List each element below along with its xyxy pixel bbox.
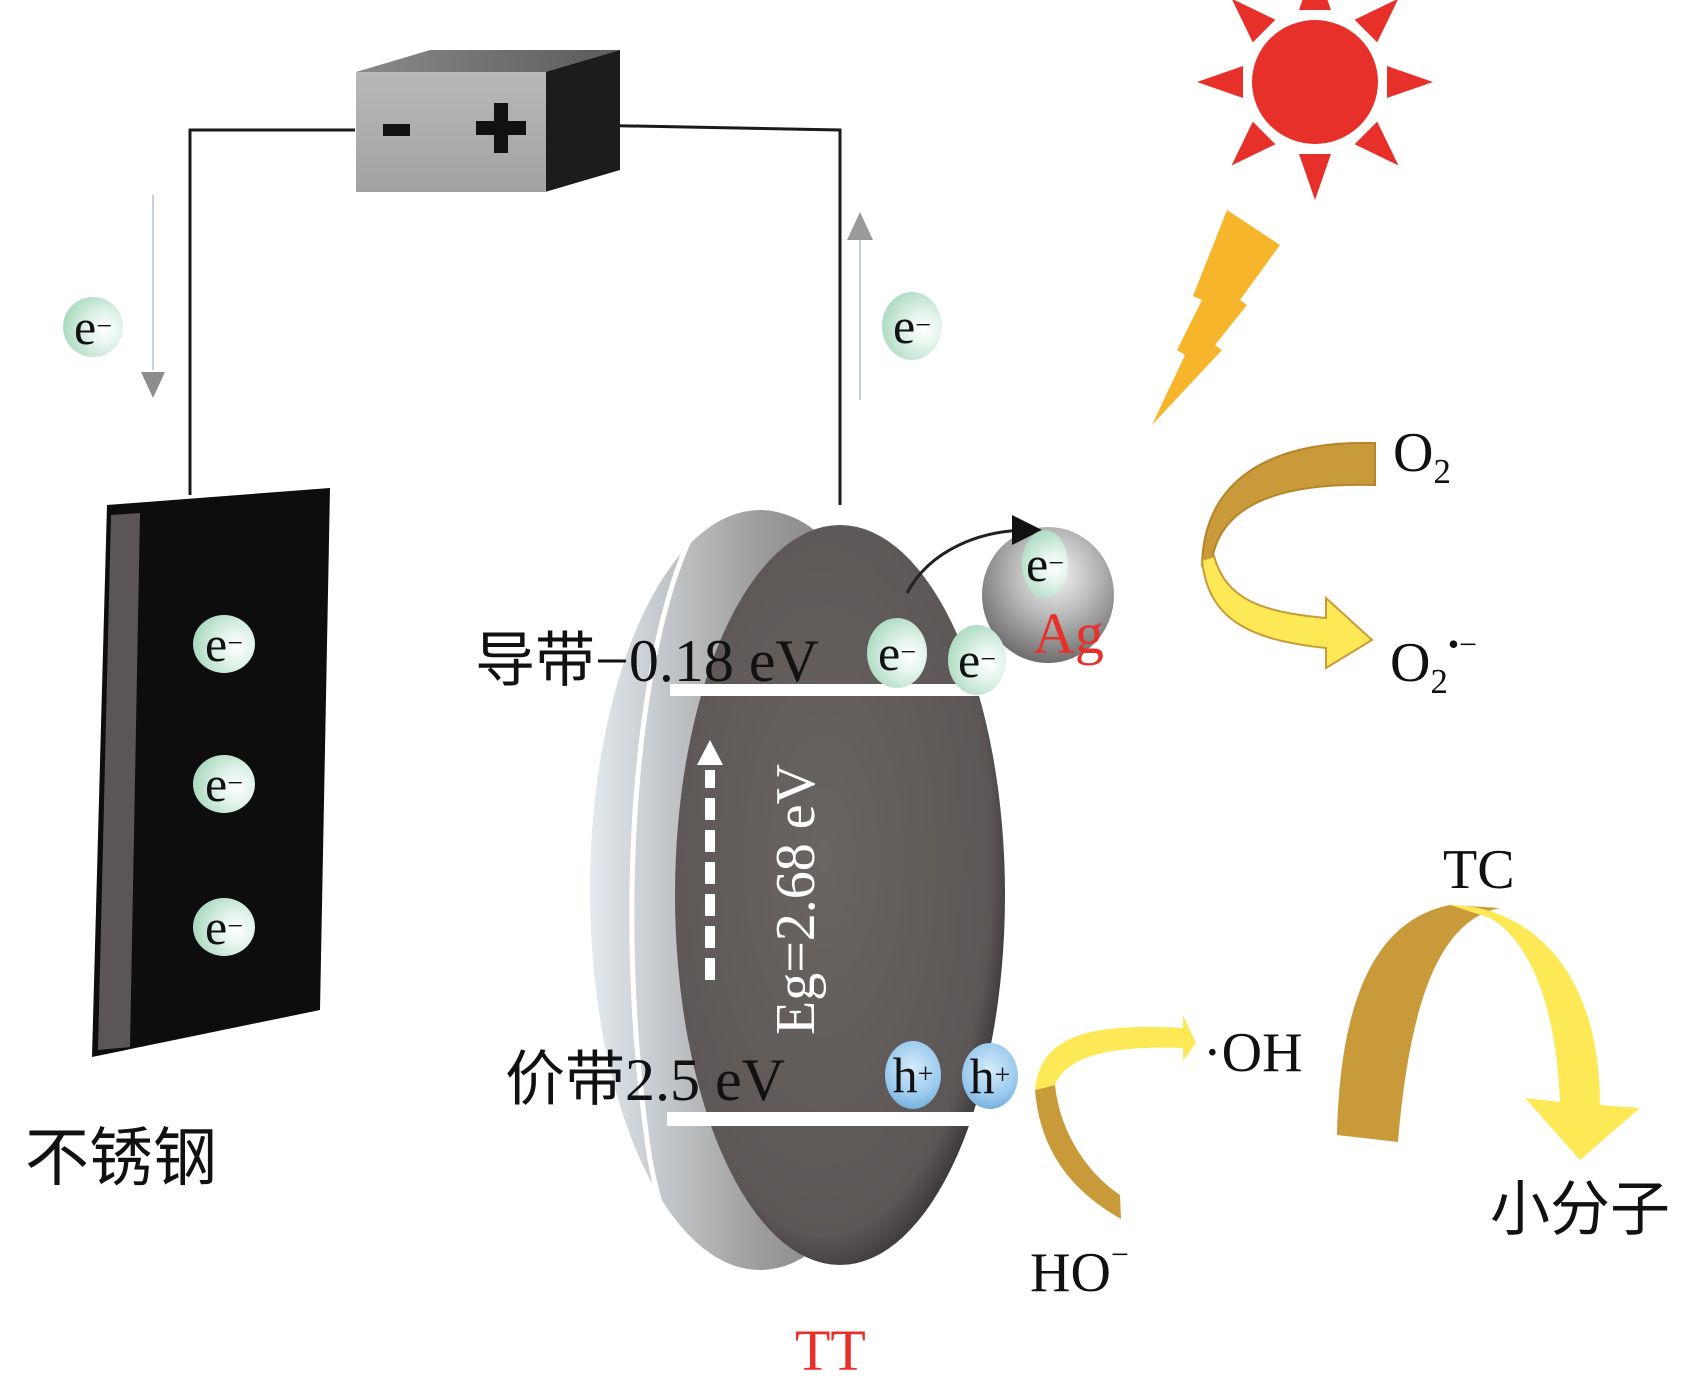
electron-particle: e−: [63, 297, 123, 357]
hydroxyl-radical-label: ·OH: [1203, 1022, 1303, 1084]
conduction-band-label: 导带−0.18 eV: [475, 628, 819, 694]
electron-flow-arrow-up: [847, 212, 873, 400]
superoxide-label: O2•−: [1390, 626, 1478, 702]
lightning-icon: [1152, 210, 1280, 425]
sun-ray: [1299, 154, 1331, 200]
hole-particle: h+: [962, 1043, 1018, 1109]
wire-negative: [188, 128, 355, 495]
hydroxide-label: HO−: [1030, 1236, 1129, 1304]
valence-band-line: [667, 1112, 983, 1126]
sun-icon: [1197, 0, 1433, 200]
sun-ray: [1354, 121, 1399, 166]
electron-particle: e−: [193, 615, 255, 673]
o2-label: O2: [1393, 422, 1451, 492]
ag-label: Ag: [1033, 601, 1104, 666]
sun-ray: [1231, 121, 1276, 166]
tc-label: TC: [1443, 839, 1515, 901]
hydroxide-oxidation-arrow: [1035, 1015, 1196, 1219]
sun-ray: [1232, 0, 1276, 43]
small-molecules-label: 小分子: [1490, 1177, 1670, 1243]
battery-icon: [356, 50, 620, 192]
sun-ray: [1387, 66, 1433, 98]
band-gap-label: Eg=2.68 eV: [765, 763, 827, 1035]
electron-particle: e−: [193, 898, 255, 956]
electrode-label: 不锈钢: [25, 1123, 217, 1194]
electron-particle: e−: [882, 292, 942, 360]
electron-particle: e−: [867, 618, 927, 688]
wire-positive: [579, 123, 842, 505]
conduction-band-line: [670, 684, 990, 696]
tc-degradation-arrow: [1337, 905, 1640, 1160]
electron-particle: e−: [948, 625, 1006, 695]
photocatalyst-label: TT: [795, 1318, 866, 1383]
o2-reduction-arrow: [1200, 441, 1376, 670]
sun-ray: [1299, 0, 1331, 10]
hole-particle: h+: [885, 1041, 941, 1109]
electron-particle: e−: [193, 755, 255, 813]
valence-band-label: 价带2.5 eV: [505, 1047, 785, 1113]
electron-particle: e−: [1022, 530, 1068, 598]
electron-transfer-arrow: [905, 515, 1042, 594]
sun-ray: [1354, 0, 1398, 43]
band-gap-excitation-arrow: [697, 740, 723, 980]
sun-ray: [1197, 66, 1243, 98]
electron-flow-arrow-down: [141, 195, 165, 398]
